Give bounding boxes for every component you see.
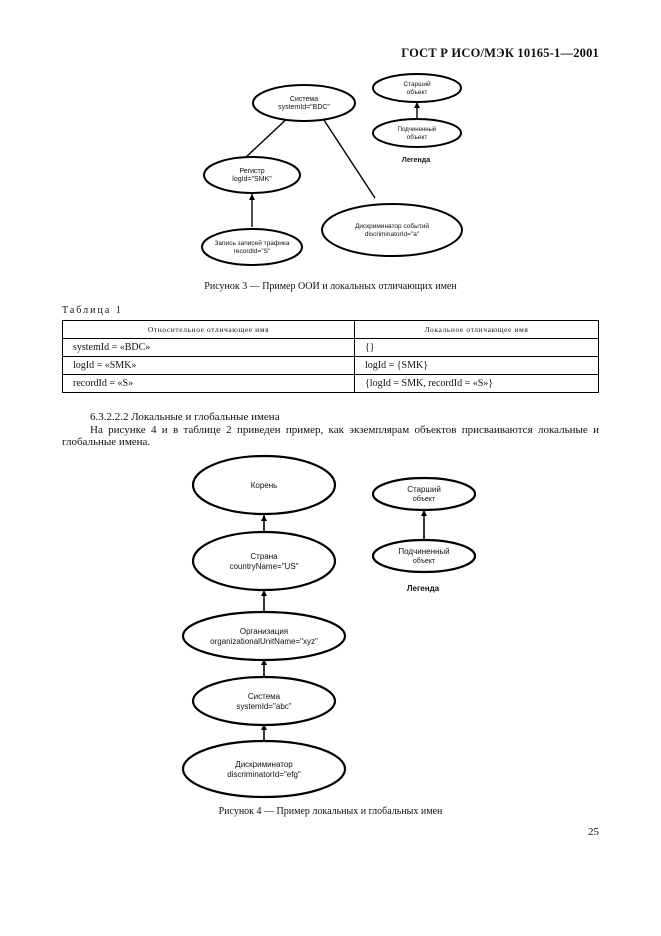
node-system-id: systemId="abc" [236, 702, 291, 711]
node-system-label: Система [290, 96, 318, 103]
legend-subordinate-line1: Подчиненный [398, 126, 436, 133]
section-local-global-names: 6.3.2.2.2 Локальные и глобальные имена Н… [62, 411, 599, 449]
node-country-id: countryName="US" [229, 562, 298, 571]
legend-subordinate-line1: Подчиненный [398, 547, 449, 556]
section-paragraph: На рисунке 4 и в таблице 2 приведен прим… [62, 423, 599, 449]
table-row: systemId = «BDC» {} [62, 338, 599, 357]
table-cell: {} [354, 338, 599, 357]
node-discriminator [181, 739, 347, 799]
table-header-relative-name: Относительное отличающее имя [62, 320, 355, 339]
table-cell: systemId = «BDC» [62, 338, 355, 357]
node-log [203, 156, 301, 194]
legend-title: Легенда [407, 584, 440, 593]
edge-log-to-system [244, 113, 293, 159]
legend-subordinate-line2: объект [407, 133, 428, 141]
node-record-id: recordId="S" [234, 248, 271, 255]
node-discriminator-label: Дискриминатор [235, 760, 293, 769]
table-cell: recordId = «S» [62, 374, 355, 393]
node-organization [181, 610, 347, 662]
page-number: 25 [588, 826, 599, 838]
node-discriminator-label: Дискриминатор событий [355, 222, 429, 230]
node-country [191, 530, 337, 592]
node-organization-label: Организация [240, 627, 288, 636]
node-system [252, 84, 356, 122]
legend-senior-line1: Старший [407, 485, 441, 494]
legend-senior-line2: объект [413, 495, 436, 503]
table-row: recordId = «S» {logId = SMK, recordId = … [62, 374, 599, 393]
figure-4-diagram: Корень Страна countryName="US" Организац… [181, 454, 477, 799]
node-log-label: Регистр [239, 168, 264, 175]
table-cell: logId = {SMK} [354, 356, 599, 375]
node-system-label: Система [248, 692, 281, 701]
figure-3-caption: Рисунок 3 — Пример ООИ и локальных отлич… [204, 281, 457, 292]
node-record-label: Запись записей трафика [215, 239, 290, 247]
legend-senior-object [372, 73, 462, 103]
figure-4-caption: Рисунок 4 — Пример локальных и глобальны… [218, 806, 443, 817]
legend-subordinate-line2: объект [413, 557, 436, 565]
node-system-id: systemId="BDC" [278, 104, 330, 111]
node-country-label: Страна [250, 552, 278, 561]
node-root-label: Корень [251, 481, 278, 490]
document-header: ГОСТ Р ИСО/МЭК 10165-1—2001 [401, 46, 599, 60]
node-discriminator [321, 203, 463, 257]
table-header-local-name: Локальное отличающее имя [354, 320, 599, 339]
legend-senior-line2: объект [407, 88, 428, 96]
node-record [201, 228, 303, 266]
legend-subordinate-object [372, 118, 462, 148]
section-heading: 6.3.2.2.2 Локальные и глобальные имена [90, 411, 280, 423]
legend-senior-object [371, 476, 477, 512]
table-cell: {logId = SMK, recordId = «S»} [354, 374, 599, 393]
legend-senior-line1: Старший [403, 80, 431, 88]
node-log-id: logId="SMK" [232, 176, 272, 183]
figure-3-diagram: Система systemId="BDC" Регистр logId="SM… [201, 73, 463, 266]
node-root [191, 454, 337, 516]
legend-subordinate-object [371, 538, 477, 574]
node-discriminator-id: discriminatorId="efg" [227, 770, 301, 779]
table-1-label: Таблица 1 [62, 305, 123, 316]
node-discriminator-id: discriminatorId="a" [365, 231, 420, 238]
node-organization-id: organizationalUnitName="xyz" [210, 637, 318, 646]
edge-discriminator-to-system [319, 113, 376, 199]
table-1: Относительное отличающее имя Локальное о… [62, 320, 599, 393]
node-system [191, 675, 337, 727]
table-header-row: Относительное отличающее имя Локальное о… [62, 320, 599, 339]
table-cell: logId = «SMK» [62, 356, 355, 375]
legend-title: Легенда [402, 157, 430, 164]
table-row: logId = «SMK» logId = {SMK} [62, 356, 599, 375]
